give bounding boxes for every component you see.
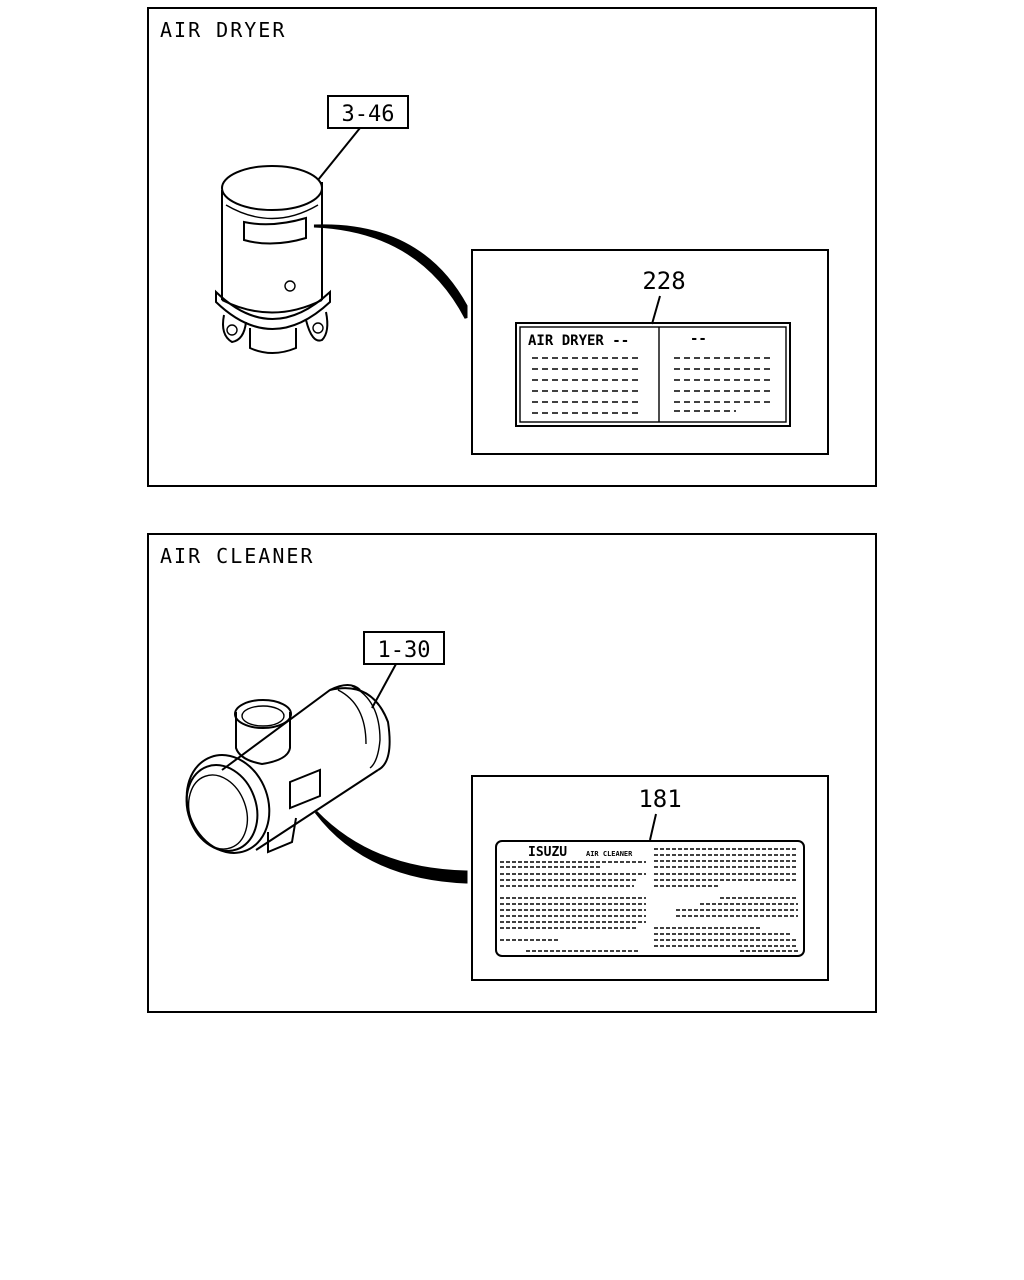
connector-sweep — [313, 224, 468, 319]
air-cleaner-title: AIR CLEANER — [160, 544, 314, 568]
part-ref-callout-3-46[interactable]: 3-46 — [327, 95, 409, 129]
leader-line — [317, 127, 361, 181]
leader-line — [649, 813, 657, 841]
air-cleaner-decal: ISUZU AIR CLEANER — [495, 840, 805, 957]
air-cleaner-panel: AIR CLEANER 1-30 181 — [147, 533, 877, 1013]
label-ref-callout-181[interactable]: 181 — [638, 785, 681, 813]
part-ref-callout-1-30[interactable]: 1-30 — [363, 631, 445, 665]
decal-heading: AIR DRYER -- — [528, 333, 629, 349]
part-ref-label: 1-30 — [378, 638, 431, 663]
air-dryer-title: AIR DRYER — [160, 18, 286, 42]
label-detail-box — [471, 249, 829, 455]
label-detail-box — [471, 775, 829, 981]
air-dryer-decal: AIR DRYER -- -- — [515, 322, 791, 427]
brand-logo: ISUZU — [528, 845, 567, 860]
part-ref-box — [327, 95, 409, 129]
air-dryer-frame — [147, 7, 877, 487]
part-ref-label: 3-46 — [342, 102, 395, 127]
connector-sweep — [314, 810, 468, 884]
label-ref-callout-228[interactable]: 228 — [642, 267, 685, 295]
air-dryer-illustration — [215, 165, 331, 354]
part-ref-box — [363, 631, 445, 665]
decal-heading: AIR CLEANER — [586, 850, 633, 858]
air-dryer-panel: AIR DRYER 3-46 228 — [147, 7, 877, 487]
label-ref-number: 181 — [638, 785, 681, 813]
decal-heading-right: -- — [690, 331, 707, 347]
leader-line — [651, 295, 661, 325]
label-ref-number: 228 — [642, 267, 685, 295]
air-cleaner-illustration — [185, 684, 391, 854]
air-cleaner-frame — [147, 533, 877, 1013]
